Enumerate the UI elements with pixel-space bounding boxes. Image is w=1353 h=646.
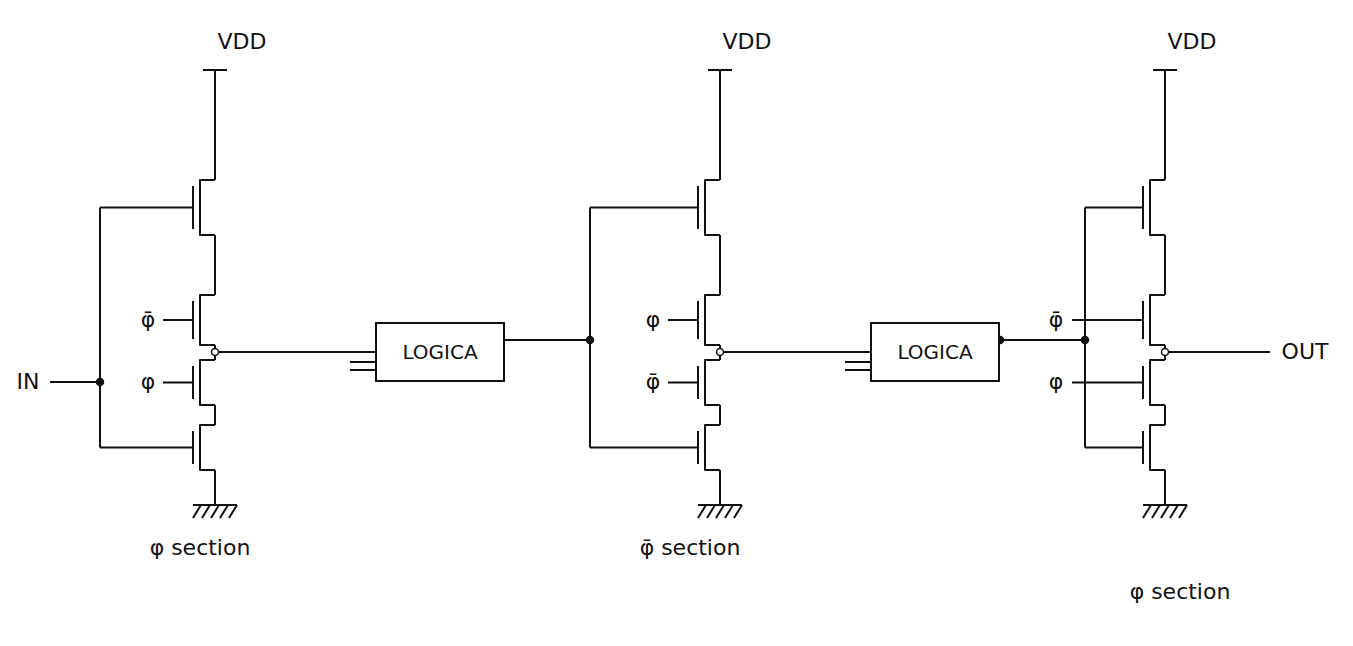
gate-wire (590, 207, 698, 209)
clock-label: φ (646, 307, 661, 333)
rail-wire (719, 235, 721, 295)
rail-wire (719, 405, 721, 425)
ground-hatch (1179, 505, 1187, 518)
transistor-channel (1150, 295, 1165, 345)
clock-gate-wire (668, 319, 698, 321)
gate-wire (590, 447, 698, 449)
input-bus (589, 208, 591, 448)
ground-hatch (193, 505, 201, 518)
transistor-channel (1150, 425, 1165, 470)
ground-hatch (707, 505, 715, 518)
transistor-channel (200, 295, 215, 345)
rail-wire (1164, 70, 1166, 180)
transistor-channel (1150, 360, 1165, 405)
output-node (717, 349, 724, 356)
transistor-channel (705, 295, 720, 345)
clock-label: φ (141, 369, 156, 395)
output-node (212, 349, 219, 356)
transistor-channel (705, 425, 720, 470)
transistor-channel (705, 360, 720, 405)
gate-wire (1085, 447, 1143, 449)
clock-gate-wire (668, 382, 698, 384)
rail-wire (214, 405, 216, 425)
ground-hatch (734, 505, 742, 518)
ground-hatch (716, 505, 724, 518)
signal-name: IN (17, 369, 40, 395)
logic-block: LOGICA (870, 322, 1000, 382)
extra-input (350, 369, 375, 371)
ground-hatch (1143, 505, 1151, 518)
extra-input (845, 361, 870, 363)
junction-dot (587, 337, 594, 344)
stage-wire (219, 351, 375, 353)
clock-label: φ (1049, 369, 1064, 395)
gate-wire (1085, 207, 1143, 209)
ground-hatch (1170, 505, 1178, 518)
clock-label: φ̄ (646, 369, 661, 395)
ground-hatch (698, 505, 706, 518)
rail-wire (1164, 235, 1166, 295)
clock-gate-wire (1072, 382, 1143, 384)
transistor-channel (200, 180, 215, 235)
output-node (1162, 349, 1169, 356)
supply-label: VDD (1168, 29, 1217, 55)
rail-wire (1164, 405, 1166, 425)
junction-dot (1082, 337, 1089, 344)
supply-label: VDD (218, 29, 267, 55)
stage-wire (505, 339, 590, 341)
output-wire (1169, 351, 1270, 353)
clock-label: φ̄ (141, 307, 156, 333)
stage-wire (1000, 339, 1085, 341)
input-bus (1084, 208, 1086, 448)
rail-wire (719, 470, 721, 505)
clock-gate-wire (163, 319, 193, 321)
signal-name: OUT (1282, 339, 1329, 365)
block-label: LOGICA (402, 340, 477, 364)
clock-gate-wire (1072, 319, 1143, 321)
transistor-channel (705, 180, 720, 235)
ground-hatch (229, 505, 237, 518)
stage-wire (724, 351, 870, 353)
rail-wire (719, 70, 721, 180)
input-wire (50, 381, 100, 383)
ground-hatch (202, 505, 210, 518)
section-label: φ̄ section (640, 535, 741, 561)
rail-wire (214, 235, 216, 295)
clock-label: φ̄ (1049, 307, 1064, 333)
ground-hatch (1161, 505, 1169, 518)
rail-wire (1164, 470, 1166, 505)
clock-gate-wire (163, 382, 193, 384)
extra-input (350, 361, 375, 363)
gate-wire (100, 207, 193, 209)
extra-input (845, 369, 870, 371)
junction-dot (97, 379, 104, 386)
transistor-channel (200, 425, 215, 470)
ground-hatch (1152, 505, 1160, 518)
transistor-channel (1150, 180, 1165, 235)
supply-label: VDD (723, 29, 772, 55)
input-bus (99, 208, 101, 448)
ground-hatch (725, 505, 733, 518)
rail-wire (214, 470, 216, 505)
logic-block: LOGICA (375, 322, 505, 382)
block-label: LOGICA (897, 340, 972, 364)
section-label: φ section (150, 535, 251, 561)
rail-wire (214, 70, 216, 180)
ground-hatch (211, 505, 219, 518)
section-label: φ section (1130, 579, 1231, 605)
ground-hatch (220, 505, 228, 518)
gate-wire (100, 447, 193, 449)
transistor-channel (200, 360, 215, 405)
